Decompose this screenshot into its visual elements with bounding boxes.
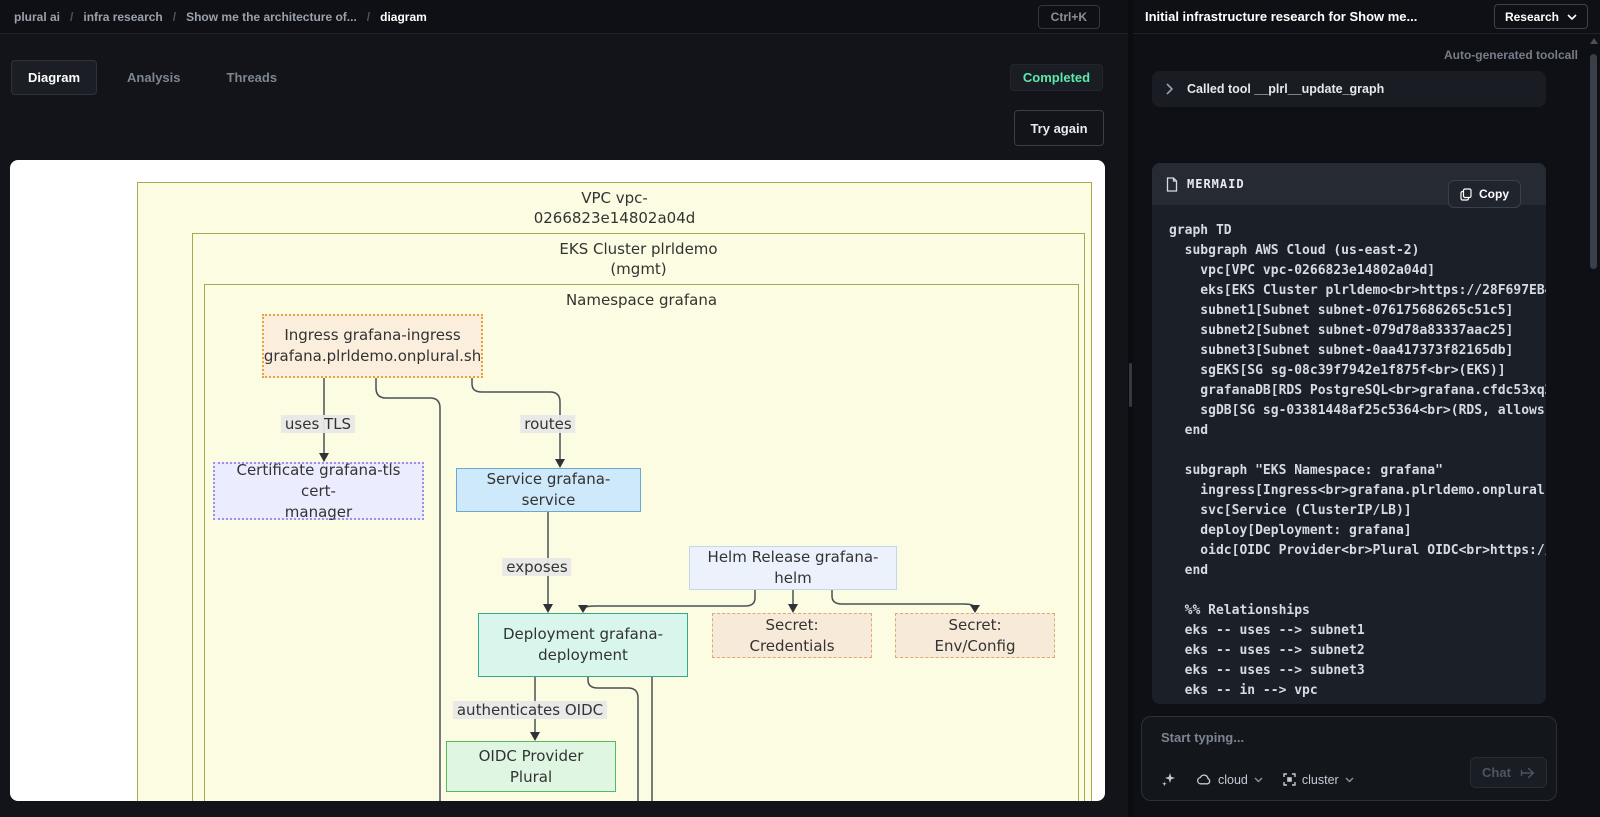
research-dropdown-button[interactable]: Research bbox=[1493, 4, 1588, 29]
copy-label: Copy bbox=[1479, 187, 1509, 201]
node-ingress: Ingress grafana-ingress grafana.plrldemo… bbox=[262, 314, 483, 378]
breadcrumb-diagram: diagram bbox=[380, 9, 427, 24]
code-line: subnet1[Subnet subnet-076175686265c51c5] bbox=[1169, 303, 1514, 318]
toolcall-label: Called tool __plrl__update_graph bbox=[1187, 82, 1385, 96]
sparkle-icon[interactable] bbox=[1161, 772, 1176, 787]
cluster-icon bbox=[1283, 773, 1296, 786]
code-line: sgDB[SG sg-03381448af25c5364<br>(RDS, al… bbox=[1200, 403, 1545, 418]
panel-header: Initial infrastructure research for Show… bbox=[1133, 0, 1600, 34]
copy-button[interactable]: Copy bbox=[1448, 180, 1521, 208]
code-line: eks -- uses --> subnet2 bbox=[1169, 643, 1365, 658]
code-line: ingress[Ingress<br>grafana.plrldemo.onpl… bbox=[1169, 483, 1546, 498]
node-secret-credentials: Secret: Credentials bbox=[712, 613, 872, 658]
edge-label-authenticates-oidc: authenticates OIDC bbox=[452, 701, 608, 719]
code-line: grafanaDB[RDS PostgreSQL<br>grafana.cfdc… bbox=[1169, 383, 1546, 398]
code-line: subgraph AWS Cloud (us-east-2) bbox=[1169, 243, 1420, 258]
code-line bbox=[1169, 581, 1546, 601]
code-line: svc[Service (ClusterIP/LB)] bbox=[1169, 503, 1412, 518]
code-line: eks -- uses --> subnet1 bbox=[1169, 623, 1365, 638]
status-badge: Completed bbox=[1010, 64, 1103, 91]
panel-resize-grip[interactable] bbox=[1129, 363, 1132, 407]
code-line: deploy[Deployment: grafana] bbox=[1169, 523, 1412, 538]
code-line: end bbox=[1169, 423, 1209, 438]
breadcrumb: plural ai / infra research / Show me the… bbox=[0, 0, 1128, 34]
node-secret-env-config: Secret: Env/Config bbox=[895, 613, 1055, 658]
code-line bbox=[1169, 441, 1546, 461]
toolcall-note: Auto-generated toolcall bbox=[1443, 48, 1578, 62]
try-again-button[interactable]: Try again bbox=[1014, 110, 1104, 146]
breadcrumb-separator: / bbox=[172, 9, 177, 24]
breadcrumb-plural-ai[interactable]: plural ai bbox=[14, 9, 61, 24]
chat-send-label: Chat bbox=[1482, 765, 1511, 780]
code-line: graph TD bbox=[1169, 223, 1232, 238]
chat-send-button[interactable]: Chat bbox=[1470, 757, 1547, 788]
chat-input[interactable]: Start typing... bbox=[1161, 730, 1245, 745]
tab-analysis[interactable]: Analysis bbox=[127, 70, 181, 85]
subgraph-namespace-label: Namespace grafana bbox=[565, 291, 718, 309]
file-icon bbox=[1166, 176, 1178, 192]
cloud-label: cloud bbox=[1218, 772, 1248, 787]
scrollbar-up-arrow[interactable] bbox=[1590, 38, 1598, 44]
scrollbar-thumb[interactable] bbox=[1590, 54, 1597, 269]
chat-controls: cloud cluster bbox=[1161, 772, 1354, 787]
node-service: Service grafana-service bbox=[456, 468, 641, 512]
copy-icon bbox=[1460, 187, 1472, 201]
cloud-icon bbox=[1196, 774, 1212, 785]
node-helm-release: Helm Release grafana-helm bbox=[689, 546, 897, 590]
right-panel: Initial infrastructure research for Show… bbox=[1133, 0, 1600, 817]
code-line: eks[EKS Cluster plrldemo<br>https://28F6… bbox=[1169, 283, 1546, 298]
toolcall-expander[interactable]: Called tool __plrl__update_graph bbox=[1152, 71, 1546, 107]
chevron-right-icon bbox=[1166, 83, 1173, 95]
panel-resize-handle[interactable] bbox=[1128, 0, 1133, 817]
chevron-down-icon bbox=[1567, 13, 1577, 20]
subgraph-eks-label: EKS Cluster plrldemo (mgmt) bbox=[559, 240, 718, 278]
main-area: plural ai / infra research / Show me the… bbox=[0, 0, 1128, 801]
panel-title: Initial infrastructure research for Show… bbox=[1145, 9, 1418, 24]
cluster-selector[interactable]: cluster bbox=[1283, 773, 1354, 787]
node-certificate: Certificate grafana-tls cert- manager bbox=[213, 461, 424, 521]
edge-label-uses-tls: uses TLS bbox=[280, 415, 356, 433]
code-body[interactable]: graph TD subgraph AWS Cloud (us-east-2) … bbox=[1152, 205, 1546, 704]
tab-threads[interactable]: Threads bbox=[226, 70, 278, 85]
research-label: Research bbox=[1504, 9, 1559, 24]
breadcrumb-separator: / bbox=[366, 9, 371, 24]
mermaid-code-block: MERMAID graph TD subgraph AWS Cloud (us-… bbox=[1152, 163, 1546, 704]
code-line: eks -- in --> vpc bbox=[1169, 683, 1318, 698]
panel-scrollbar bbox=[1590, 38, 1598, 710]
breadcrumb-thread[interactable]: Show me the architecture of... bbox=[186, 9, 357, 24]
chat-input-container: Start typing... cloud cluster bbox=[1141, 716, 1557, 801]
code-line: sgEKS[SG sg-08c39f7942e1f875f<br>(EKS)] bbox=[1169, 363, 1506, 378]
node-oidc-provider: OIDC Provider Plural bbox=[446, 741, 616, 792]
code-line: oidc[OIDC Provider<br>Plural OIDC<br>htt… bbox=[1200, 543, 1546, 558]
breadcrumb-infra-research[interactable]: infra research bbox=[83, 9, 163, 24]
code-line: subnet3[Subnet subnet-0aa417373f82165db] bbox=[1169, 343, 1514, 358]
breadcrumb-separator: / bbox=[70, 9, 74, 24]
node-deployment: Deployment grafana- deployment bbox=[478, 613, 688, 677]
code-language-label: MERMAID bbox=[1187, 177, 1245, 191]
cluster-label: cluster bbox=[1301, 772, 1339, 787]
cloud-selector[interactable]: cloud bbox=[1196, 773, 1263, 787]
tab-diagram[interactable]: Diagram bbox=[11, 60, 98, 95]
subgraph-vpc-label: VPC vpc- 0266823e14802a04d bbox=[533, 189, 696, 227]
code-line: vpc[VPC vpc-0266823e14802a04d] bbox=[1169, 263, 1436, 278]
code-line: subgraph "EKS Namespace: grafana" bbox=[1169, 463, 1443, 478]
view-tabs: Diagram Analysis Threads bbox=[11, 60, 293, 95]
edge-label-routes: routes bbox=[520, 415, 576, 433]
code-line: eks -- protected by --> sgEKS bbox=[1169, 701, 1546, 704]
command-palette-shortcut-button[interactable]: Ctrl+K bbox=[1037, 5, 1100, 29]
send-icon bbox=[1520, 767, 1535, 779]
chevron-down-icon bbox=[1254, 777, 1263, 783]
diagram-canvas[interactable]: VPC vpc- 0266823e14802a04d EKS Cluster p… bbox=[10, 160, 1105, 801]
code-line: %% Relationships bbox=[1169, 603, 1310, 618]
edge-label-exposes: exposes bbox=[502, 558, 572, 576]
code-line: subnet2[Subnet subnet-079d78a83337aac25] bbox=[1169, 323, 1514, 338]
code-line: eks -- uses --> subnet3 bbox=[1169, 663, 1365, 678]
chevron-down-icon bbox=[1345, 777, 1354, 783]
code-line: end bbox=[1169, 563, 1209, 578]
